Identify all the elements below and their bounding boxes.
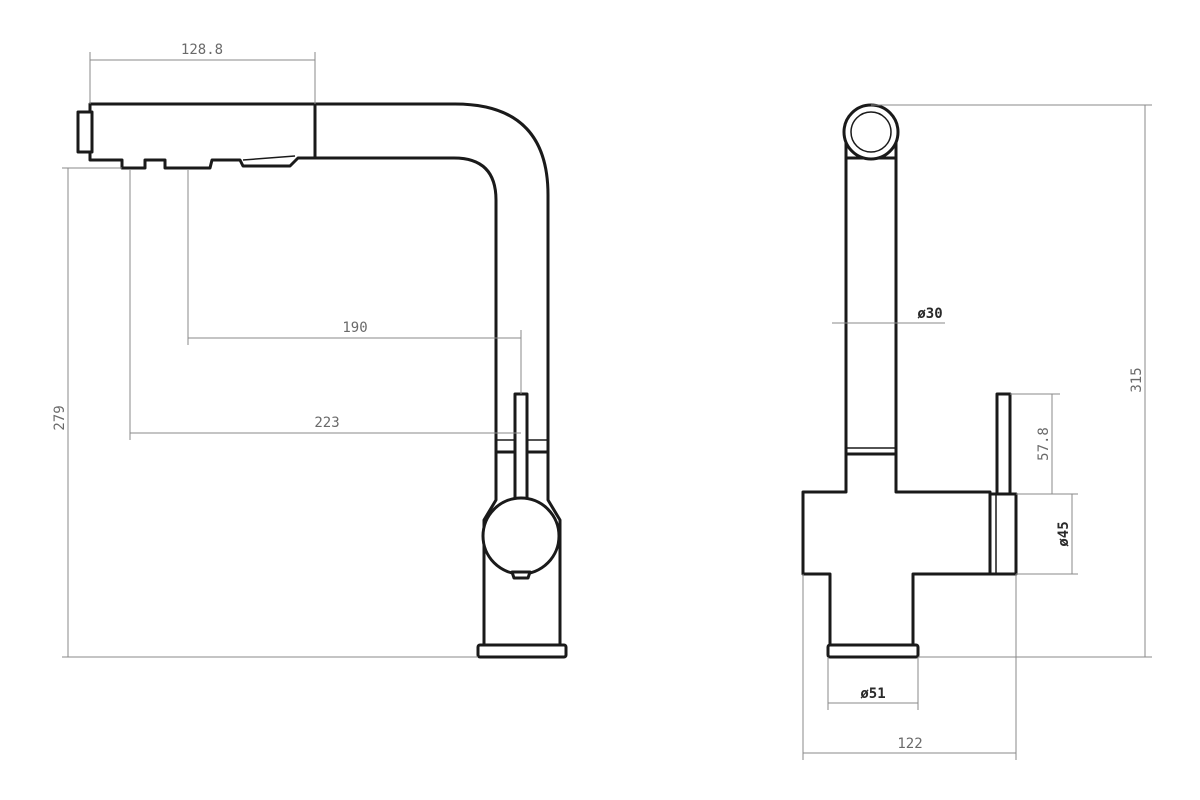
- dim-label-phi30: ø30: [917, 306, 942, 322]
- dim-spout-reach-inner: 190: [187, 170, 522, 394]
- dim-label-315: 315: [1129, 367, 1145, 392]
- spray-head-nozzle: [76, 110, 94, 154]
- side-cartridge: [481, 496, 561, 576]
- dim-spout-diameter: ø30: [832, 306, 945, 324]
- spray-button: [242, 155, 296, 161]
- front-body: [801, 452, 992, 647]
- dim-spout-height: 279: [52, 167, 478, 658]
- front-nozzle-ring: [850, 111, 892, 153]
- dim-label-190: 190: [342, 320, 367, 336]
- side-spray-head: [88, 102, 317, 170]
- dim-label-279: 279: [52, 405, 68, 430]
- dim-label-122: 122: [897, 736, 922, 752]
- side-view: 128.8 190 223 279: [52, 42, 568, 659]
- dim-label-phi45: ø45: [1056, 521, 1072, 546]
- front-base: [826, 643, 920, 659]
- side-lever: [513, 392, 529, 506]
- dim-spray-head-length: 128.8: [89, 42, 316, 104]
- dim-lever-height: 57.8: [1010, 393, 1078, 495]
- dim-label-128-8: 128.8: [181, 42, 223, 58]
- dim-base-diameter: ø51: [827, 657, 919, 710]
- dim-spout-reach-outer: 223: [129, 170, 521, 440]
- front-spray-head: [842, 103, 900, 161]
- front-spout-column: [844, 156, 898, 456]
- dim-label-phi51: ø51: [860, 686, 885, 702]
- front-cartridge: [988, 492, 1018, 576]
- dim-overall-height: 315: [871, 104, 1152, 658]
- dim-overall-depth: 122: [802, 574, 1017, 760]
- front-lever: [995, 392, 1012, 496]
- side-lever-screw: [510, 570, 532, 580]
- front-view: ø30 57.8 ø45 315 ø51: [801, 103, 1152, 760]
- side-spout-tube: [313, 102, 550, 454]
- side-base: [476, 643, 568, 659]
- dim-label-223: 223: [314, 415, 339, 431]
- dim-body-diameter: ø45: [1016, 494, 1078, 575]
- dim-label-57-8: 57.8: [1036, 427, 1052, 461]
